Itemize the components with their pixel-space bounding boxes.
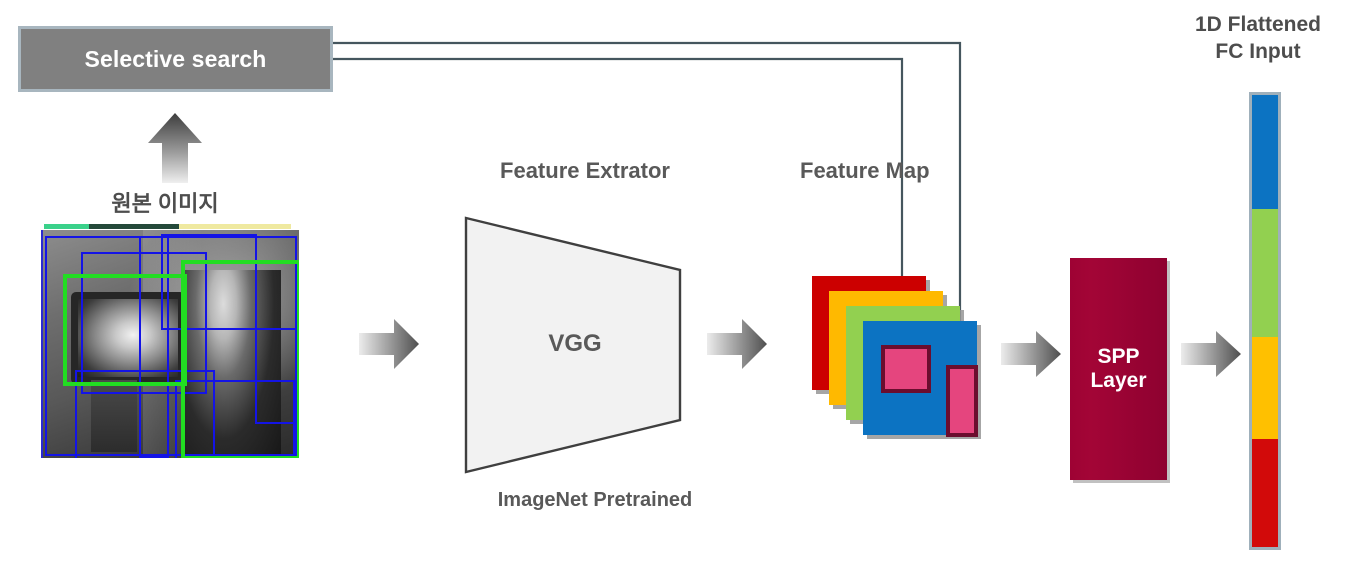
region-proposal-green <box>181 260 299 458</box>
spp-layer-label-group: SPP Layer <box>1090 345 1146 392</box>
vgg-label: VGG <box>548 330 602 357</box>
vgg-trapezoid-shape[interactable] <box>464 216 682 474</box>
feature-map-title: Feature Map <box>800 158 930 183</box>
region-proposal-blue <box>75 370 215 458</box>
feature-extractor-title: Feature Extrator <box>500 158 670 183</box>
image-photo <box>41 230 299 458</box>
arrow-featuremap-to-spp <box>1001 331 1061 377</box>
flattened-title-line2: FC Input <box>1215 39 1301 63</box>
selective-search-label: Selective search <box>84 45 267 72</box>
input-image-thumbnail[interactable] <box>41 224 299 458</box>
flattened-feature-bar[interactable] <box>1249 92 1281 550</box>
region-proposal-blue <box>175 380 295 458</box>
spp-layer-box[interactable]: SPP Layer <box>1070 258 1167 480</box>
flatten-segment-red <box>1252 439 1278 548</box>
flattened-title-line1: 1D Flattened <box>1194 13 1322 36</box>
flattened-output-title: 1D Flattened FC Input <box>1168 12 1348 66</box>
region-proposal-green <box>63 274 187 386</box>
spp-layer-label-line2: Layer <box>1090 369 1147 392</box>
roi-box-square[interactable] <box>881 345 931 393</box>
roi-box-tall[interactable] <box>946 365 978 437</box>
spp-layer-label-line1: SPP <box>1097 345 1140 369</box>
photo-person <box>185 270 281 458</box>
flatten-segment-blue <box>1252 95 1278 210</box>
region-proposal-blue <box>45 236 297 456</box>
flatten-segment-amber <box>1252 336 1278 440</box>
original-image-label: 원본 이미지 <box>111 191 219 216</box>
flatten-segment-green <box>1252 209 1278 337</box>
selective-search-box[interactable]: Selective search <box>18 26 333 92</box>
imagenet-pretrained-caption: ImageNet Pretrained <box>497 489 693 511</box>
image-color-strip <box>41 224 297 229</box>
region-proposal-blue <box>161 234 257 330</box>
region-proposal-blue <box>81 252 207 394</box>
arrow-image-to-selective-search <box>148 113 202 183</box>
region-proposal-blue <box>139 236 169 458</box>
arrow-vgg-to-featuremap <box>707 319 767 369</box>
arrow-image-to-vgg <box>359 319 419 369</box>
arrow-spp-to-flatten <box>1181 331 1241 377</box>
